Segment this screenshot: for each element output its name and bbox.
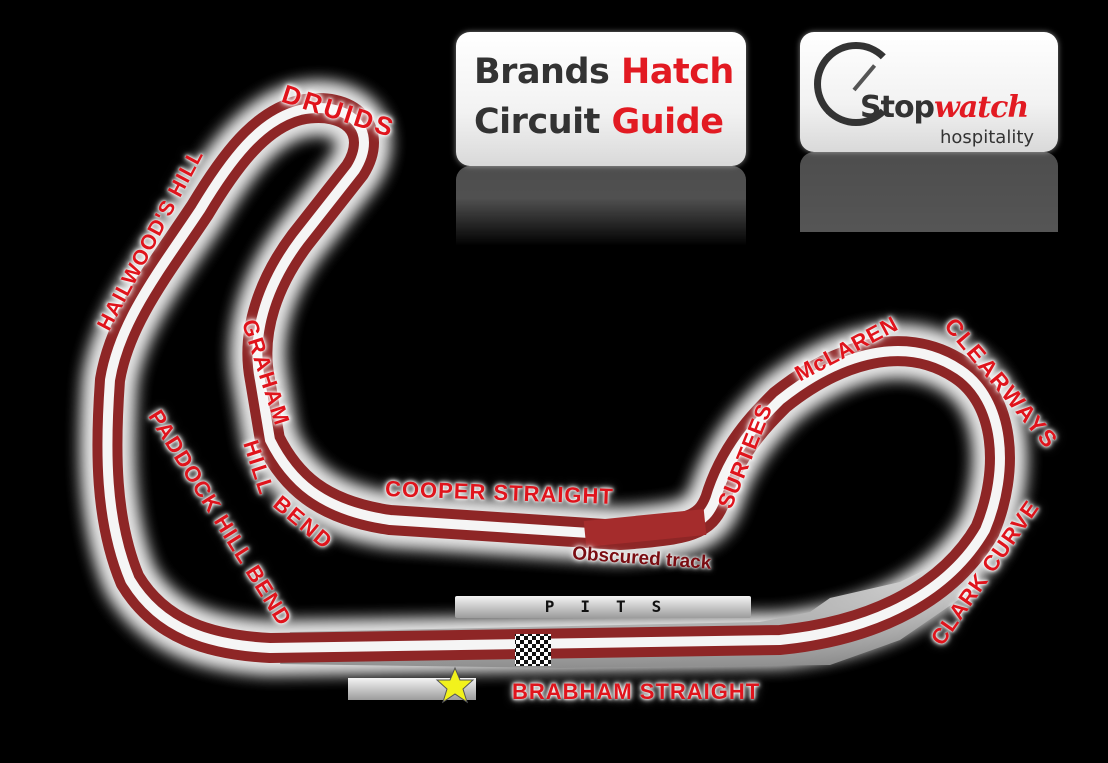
pits-label: PITS	[544, 597, 688, 616]
grid-marker	[348, 678, 476, 700]
title-guide: Guide	[611, 102, 724, 142]
logo-reflection	[800, 152, 1058, 232]
label-brabham-straight: BRABHAM STRAIGHT	[512, 679, 761, 704]
logo-hospitality: hospitality	[940, 127, 1035, 148]
title-circuit: Circuit	[474, 102, 600, 142]
start-finish-line	[515, 634, 551, 666]
obscured-track-section	[583, 509, 707, 547]
logo-watch: watch	[934, 90, 1029, 125]
title-line-1: Brands Hatch	[474, 52, 734, 92]
title-hatch: Hatch	[621, 52, 734, 92]
track-centre-line	[102, 103, 1005, 653]
pits-building: PITS	[455, 596, 751, 618]
logo-stop: Stop	[860, 90, 935, 125]
title-panel: Brands Hatch Circuit Guide	[456, 32, 746, 166]
title-brands: Brands	[474, 52, 610, 92]
stopwatch-icon	[814, 42, 898, 126]
title-reflection	[456, 166, 746, 246]
stopwatch-logo: Stop watch hospitality	[800, 32, 1058, 152]
title-line-2: Circuit Guide	[474, 102, 724, 142]
